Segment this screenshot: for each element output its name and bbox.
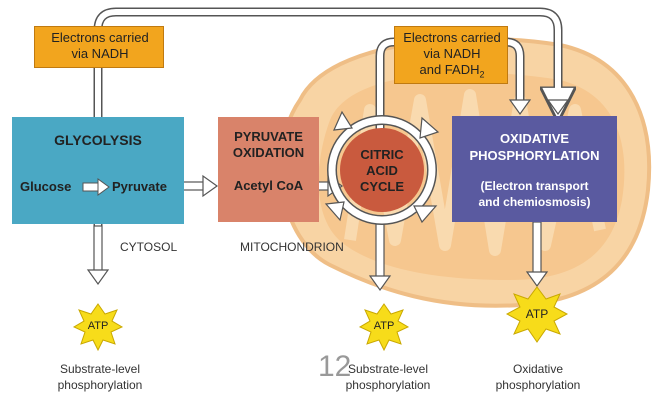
glycolysis-title: GLYCOLYSIS: [54, 132, 142, 148]
atp-star-2: [358, 303, 410, 352]
glycolysis-box: GLYCOLYSIS Glucose Pyruvate: [12, 117, 184, 224]
atp-caption-2: Substrate-level phosphorylation: [318, 361, 458, 393]
atp-label-3: ATP: [525, 307, 549, 321]
electron-carrier-box-nadh: Electrons carried via NADH: [34, 26, 164, 68]
oxphos-detail-line2: and chemiosmosis): [478, 195, 591, 209]
carrier-text-subscript: 2: [479, 69, 485, 80]
atp-star-3: [505, 286, 569, 343]
pyruvate-label: Pyruvate: [112, 179, 167, 194]
citric-acid-cycle-label: CITRIC ACID CYCLE: [342, 147, 422, 195]
citric-acid-cycle-shape: [324, 110, 440, 225]
carrier-text-line1: Electrons carried: [51, 30, 149, 45]
atp-caption-3: Oxidative phosphorylation: [468, 361, 608, 393]
glucose-label: Glucose: [20, 179, 72, 194]
oxphos-title-line1: OXIDATIVE: [499, 131, 570, 146]
carrier-text-line1: Electrons carried: [403, 30, 501, 45]
glucose-to-pyruvate-arrow: [82, 178, 110, 196]
pyruvate-oxidation-box: PYRUVATE OXIDATION Acetyl CoA: [218, 117, 319, 222]
cytosol-label: CYTOSOL: [120, 240, 178, 254]
atp-caption-3-line2: phosphorylation: [495, 378, 581, 392]
nadh-arrowhead: [546, 99, 570, 116]
oxphos-title-line2: PHOSPHORYLATION: [469, 148, 600, 163]
oxidative-atp-arrow: [525, 221, 549, 288]
atp-caption-2-line2: phosphorylation: [345, 378, 431, 392]
fadh-arrowhead: [508, 99, 532, 116]
atp-caption-1-line2: phosphorylation: [57, 378, 143, 392]
atp-caption-2-line1: Substrate-level: [347, 362, 429, 376]
pyruvate-to-oxidation-arrow: [182, 174, 219, 198]
electron-carrier-box-nadh-fadh2: Electrons carried via NADH and FADH2: [394, 26, 508, 84]
carrier-text-line2: via NADH: [71, 46, 129, 61]
atp-caption-1: Substrate-level phosphorylation: [30, 361, 170, 393]
oxphos-detail-line1: (Electron transport: [480, 179, 589, 193]
carrier-text-line3: and FADH2: [395, 62, 509, 83]
pyruvate-oxidation-title-line1: PYRUVATE: [234, 129, 303, 144]
oxidative-phosphorylation-box: OXIDATIVE PHOSPHORYLATION (Electron tran…: [452, 116, 617, 222]
carrier-text-fadh: and FADH: [419, 62, 480, 77]
atp-label-2: ATP: [373, 320, 395, 332]
carrier-text-line2: via NADH: [423, 46, 481, 61]
atp-star-1: [72, 303, 124, 352]
cycle-label-line3: CYCLE: [359, 179, 405, 194]
atp-caption-1-line1: Substrate-level: [59, 362, 141, 376]
atp-label-1: ATP: [87, 320, 109, 332]
glycolysis-atp-arrow: [86, 225, 110, 286]
cycle-label-line1: CITRIC: [360, 147, 404, 162]
acetyl-coa-label: Acetyl CoA: [233, 178, 304, 193]
cycle-label-line2: ACID: [366, 163, 398, 178]
pyruvate-oxidation-title-line2: OXIDATION: [232, 145, 305, 160]
mitochondrion-label: MITOCHONDRION: [240, 240, 344, 254]
nadh-path-arrow-inner: [95, 9, 561, 258]
atp-caption-3-line1: Oxidative: [512, 362, 564, 376]
slide-number: 12: [318, 350, 352, 383]
